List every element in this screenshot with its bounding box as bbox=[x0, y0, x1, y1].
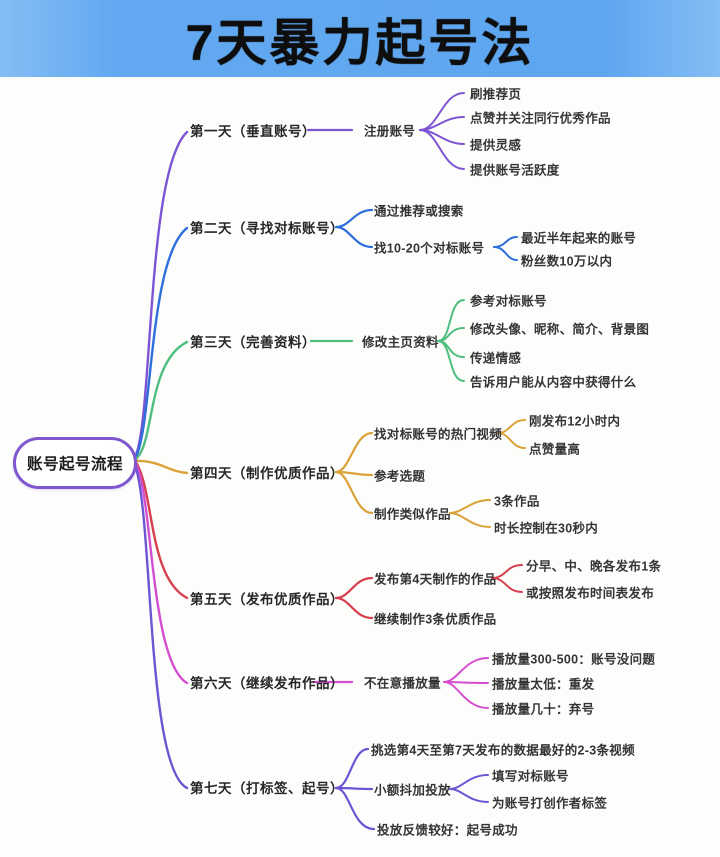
edge-find1020-leaf1 bbox=[493, 236, 518, 248]
leaf-convey-emotion: 传递情感 bbox=[470, 351, 522, 366]
edge-dou-leaf1 bbox=[449, 774, 489, 790]
edge-day7-child1 bbox=[334, 747, 370, 790]
edge-publish-leaf2 bbox=[491, 577, 523, 593]
edge-register-leaf1 bbox=[419, 92, 465, 131]
node-find-10-20-benchmarks: 找10-20个对标账号 bbox=[374, 241, 485, 256]
node-ignore-views: 不在意播放量 bbox=[364, 676, 441, 691]
edge-day5-child2 bbox=[334, 596, 374, 620]
edge-root-day4 bbox=[135, 459, 189, 475]
leaf-fans-under-100k: 粉丝数10万以内 bbox=[521, 254, 613, 269]
edge-hotvideo-leaf1 bbox=[497, 419, 526, 434]
edge-profile-leaf4 bbox=[437, 340, 465, 382]
leaf-under-30s: 时长控制在30秒内 bbox=[494, 521, 599, 536]
day7-label: 第七天（打标签、起号） bbox=[190, 781, 344, 796]
leaf-like-follow-peers: 点赞并关注同行优秀作品 bbox=[470, 111, 611, 126]
node-edit-profile: 修改主页资料 bbox=[362, 335, 439, 350]
node-make-similar-works: 制作类似作品 bbox=[374, 507, 451, 522]
day6-label: 第六天（继续发布作品） bbox=[190, 676, 344, 691]
edge-root-day3 bbox=[134, 340, 189, 461]
edge-similar-leaf2 bbox=[449, 512, 491, 528]
day1-label: 第一天（垂直账号） bbox=[190, 124, 316, 139]
day3-label: 第三天（完善资料） bbox=[190, 335, 316, 350]
leaf-views-300-500-ok: 播放量300-500：账号没问题 bbox=[492, 652, 656, 667]
title-banner: 7天暴力起号法 bbox=[0, 0, 720, 77]
node-good-feedback-success: 投放反馈较好：起号成功 bbox=[377, 823, 518, 838]
edge-publish-leaf1 bbox=[491, 564, 523, 579]
leaf-reference-benchmark: 参考对标账号 bbox=[470, 294, 547, 309]
node-keep-making-3-works: 继续制作3条优质作品 bbox=[374, 612, 497, 627]
root-node: 账号起号流程 bbox=[13, 437, 137, 489]
leaf-provide-inspiration: 提供灵感 bbox=[470, 138, 522, 153]
edge-dou-leaf2 bbox=[449, 788, 489, 803]
edge-root-day1 bbox=[134, 130, 189, 457]
edge-find1020-leaf2 bbox=[493, 246, 518, 261]
edge-root-day7 bbox=[134, 466, 189, 790]
leaf-3-works: 3条作品 bbox=[494, 494, 540, 509]
leaf-views-too-low-repost: 播放量太低：重发 bbox=[492, 677, 595, 692]
edge-root-day6 bbox=[135, 464, 189, 685]
edge-root-day2 bbox=[134, 226, 189, 459]
edge-register-leaf4 bbox=[419, 129, 465, 170]
edge-day2-child2 bbox=[334, 225, 374, 249]
edge-day7-child3 bbox=[334, 786, 376, 831]
edge-profile-leaf1 bbox=[437, 299, 465, 342]
edge-day4-child1 bbox=[334, 431, 374, 474]
leaf-morning-noon-evening: 分早、中、晚各发布1条 bbox=[526, 559, 662, 574]
node-register-account: 注册账号 bbox=[364, 124, 416, 139]
node-small-dou-plus: 小额抖加投放 bbox=[374, 783, 451, 798]
edge-hotvideo-leaf2 bbox=[497, 432, 526, 449]
leaf-recent-half-year: 最近半年起来的账号 bbox=[521, 231, 637, 246]
leaf-account-activity: 提供账号活跃度 bbox=[470, 163, 560, 178]
edge-day4-child3 bbox=[334, 470, 374, 515]
leaf-high-likes: 点赞量高 bbox=[529, 442, 581, 457]
leaf-browse-feed: 刷推荐页 bbox=[470, 87, 522, 102]
leaf-published-12h: 刚发布12小时内 bbox=[529, 414, 621, 429]
node-recommend-or-search: 通过推荐或搜索 bbox=[374, 204, 464, 219]
day4-label: 第四天（制作优质作品） bbox=[190, 466, 344, 481]
leaf-fill-benchmark-account: 填写对标账号 bbox=[492, 769, 569, 784]
edge-similar-leaf1 bbox=[449, 499, 491, 514]
node-find-hot-videos: 找对标账号的热门视频 bbox=[374, 427, 503, 442]
page-title: 7天暴力起号法 bbox=[185, 14, 535, 71]
node-reference-topics: 参考选题 bbox=[374, 469, 426, 484]
edge-root-day5 bbox=[135, 462, 189, 600]
day5-label: 第五天（发布优质作品） bbox=[190, 592, 344, 607]
edge-views-leaf3 bbox=[443, 681, 489, 709]
edge-views-leaf1 bbox=[443, 657, 489, 683]
edge-views-leaf2 bbox=[443, 681, 489, 684]
day2-label: 第二天（寻找对标账号） bbox=[190, 221, 344, 236]
leaf-views-dozens-abandon: 播放量几十：弃号 bbox=[492, 702, 595, 717]
leaf-creator-tag: 为账号打创作者标签 bbox=[492, 796, 608, 811]
leaf-follow-schedule: 或按照发布时间表发布 bbox=[526, 586, 655, 601]
node-publish-day4-works: 发布第4天制作的作品 bbox=[374, 572, 497, 587]
leaf-edit-avatar-etc: 修改头像、昵称、简介、背景图 bbox=[470, 322, 650, 337]
leaf-tell-user-benefit: 告诉用户能从内容中获得什么 bbox=[470, 375, 637, 390]
node-pick-best-videos: 挑选第4天至第7天发布的数据最好的2-3条视频 bbox=[371, 743, 635, 758]
